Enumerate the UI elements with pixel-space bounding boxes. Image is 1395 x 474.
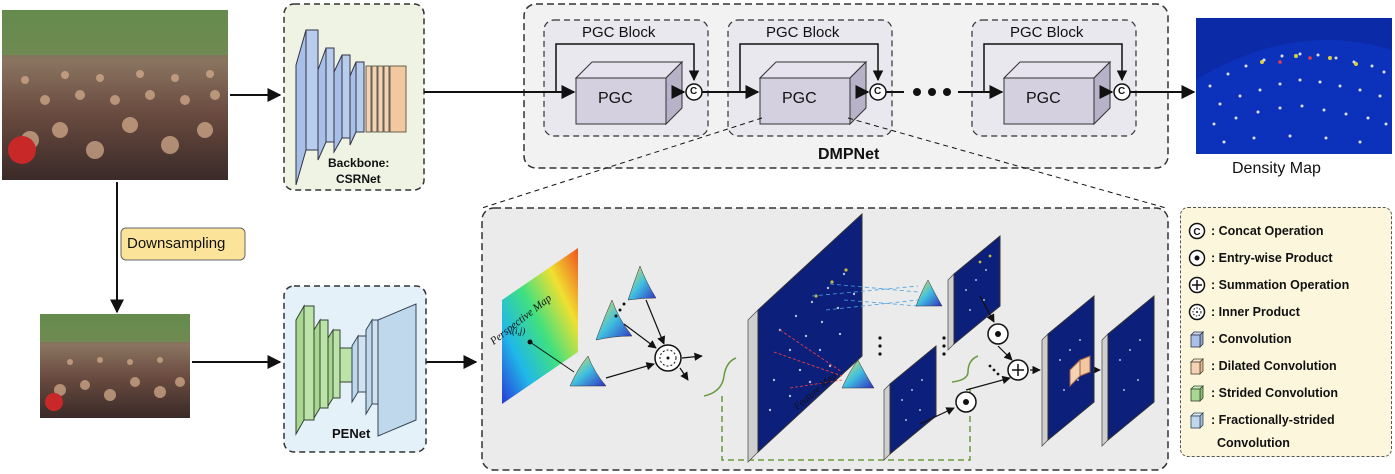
- svg-text:C: C: [1193, 227, 1200, 238]
- entry-product-node-top: [987, 323, 1009, 345]
- large-feature-map: [747, 212, 863, 463]
- crowd-image-large: [2, 10, 228, 180]
- legend-label-strided: : Strided Convolution: [1211, 386, 1339, 400]
- legend-label-convolution: : Convolution: [1211, 332, 1292, 346]
- legend-label-fractional-cont: Convolution: [1217, 436, 1290, 450]
- pgc-block-label-1: PGC Block: [582, 24, 656, 41]
- concat-symbol-3: C: [1118, 86, 1126, 97]
- legend-item-inner-product: : Inner Product: [1187, 301, 1300, 323]
- legend-item-convolution: : Convolution: [1187, 328, 1292, 350]
- inner-product-node: [654, 344, 682, 372]
- penet-box: [283, 285, 427, 453]
- pgc-label-3: PGC: [1026, 90, 1061, 107]
- density-map-image: [1196, 18, 1392, 154]
- pgc-cube-2: [758, 60, 868, 126]
- legend-label-dilated: : Dilated Convolution: [1211, 359, 1337, 373]
- summation-icon: [1187, 275, 1207, 295]
- backbone-label-line1: Backbone:: [328, 156, 390, 170]
- pgc-label-1: PGC: [598, 90, 633, 107]
- concat-icon: C: [1187, 221, 1207, 241]
- legend-item-strided: : Strided Convolution: [1187, 382, 1338, 404]
- legend-item-concat: C : Concat Operation: [1187, 220, 1324, 242]
- skip-connections: [555, 43, 1128, 92]
- entry-product-icon: [1187, 248, 1207, 268]
- concat-symbol-2: C: [874, 86, 882, 97]
- main-flow-arrows: [110, 85, 1196, 369]
- legend-item-dilated: : Dilated Convolution: [1187, 355, 1337, 377]
- kernel-projection-lines: [811, 283, 919, 311]
- small-map-top: [947, 234, 1001, 351]
- legend-item-fractional: : Fractionally-strided: [1187, 409, 1335, 431]
- dmpnet-label: DMPNet: [818, 146, 880, 163]
- kernel-gaussian-fm: [841, 359, 875, 389]
- pgc-cube-1: [574, 60, 684, 126]
- dilated-convolution-icon: [1187, 356, 1207, 376]
- legend-box: C : Concat Operation : Entry-wise Produc…: [1180, 207, 1392, 457]
- inner-product-icon: [1187, 302, 1207, 322]
- inner-product-arrows: [605, 299, 703, 381]
- concat-symbol-1: C: [690, 86, 698, 97]
- legend-item-entry-product: : Entry-wise Product: [1187, 247, 1333, 269]
- legend-label-entry-product: : Entry-wise Product: [1211, 251, 1333, 265]
- backbone-label-line2: CSRNet: [336, 172, 381, 186]
- pgc-block-label-3: PGC Block: [1010, 24, 1084, 41]
- position-label: (i,j): [512, 326, 526, 336]
- legend-label-concat: : Concat Operation: [1211, 224, 1324, 238]
- kernel-gaussian-top: [915, 279, 943, 307]
- fm-ellipsis-dots: [878, 336, 1000, 376]
- strided-convolution-icon: [1187, 383, 1207, 403]
- pgc-block-label-2: PGC Block: [766, 24, 840, 41]
- perspective-map: [502, 248, 578, 404]
- summation-node: [1007, 359, 1029, 381]
- gaussian-kernels: [569, 265, 657, 387]
- penet-label: PENet: [332, 426, 371, 441]
- legend-label-fractional: : Fractionally-strided: [1211, 413, 1335, 427]
- legend-label-inner-product: : Inner Product: [1211, 305, 1300, 319]
- convolution-icon: [1187, 329, 1207, 349]
- concat-nodes: [685, 83, 1131, 101]
- crowd-image-small: [40, 314, 190, 418]
- downsampling-label: Downsampling: [127, 235, 226, 252]
- zoom-lines: [481, 117, 1167, 209]
- backbone-box: [283, 3, 425, 191]
- legend-item-summation: : Summation Operation: [1187, 274, 1349, 296]
- pgc-label-2: PGC: [782, 90, 817, 107]
- legend-label-summation: : Summation Operation: [1211, 278, 1350, 292]
- entry-product-node-bottom: [955, 391, 977, 413]
- density-map-label: Density Map: [1232, 160, 1321, 177]
- output-map-1: [1041, 294, 1095, 447]
- downsampling-box: [120, 227, 246, 261]
- ellipsis-dots: [913, 88, 951, 96]
- fractionally-strided-convolution-icon: [1187, 410, 1207, 430]
- output-map-2: [1101, 294, 1155, 447]
- weight-brace: [703, 355, 979, 461]
